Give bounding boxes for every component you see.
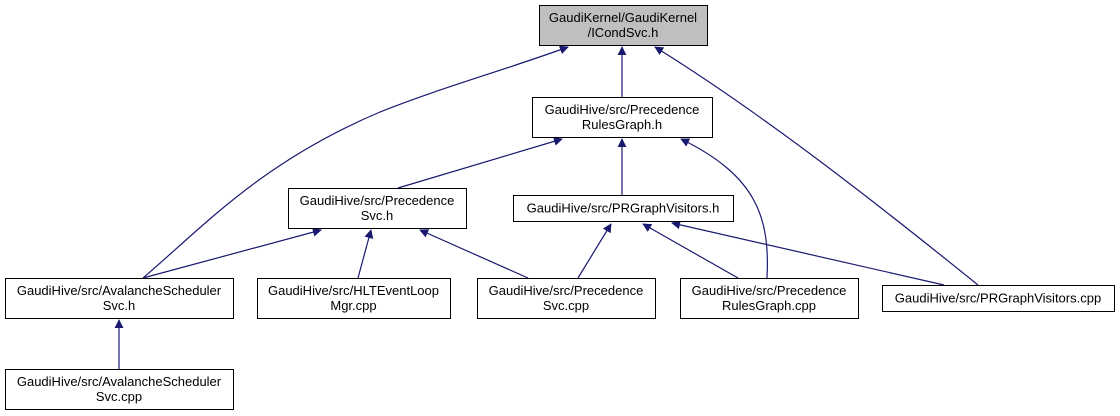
node-box — [288, 188, 467, 229]
node-box — [257, 278, 451, 319]
node-box — [532, 97, 713, 138]
edge-prgraph_visitors_cpp-to-icondsvc_h — [654, 46, 979, 286]
edge-precedence_rules_graph_cpp-to-prgraph_visitors_h — [642, 223, 739, 279]
node-label-line: /ICondSvc.h — [588, 25, 659, 40]
edge-hlt_event_loop_mgr_cpp-to-precedence_svc_h — [357, 229, 374, 279]
edge-precedence_svc_cpp-to-precedence_svc_h — [419, 229, 529, 279]
node-label-line: RulesGraph.h — [582, 117, 662, 132]
node-box — [882, 285, 1115, 312]
node-box — [513, 195, 734, 222]
node-box — [5, 278, 234, 319]
node-label-line: Mgr.cpp — [330, 298, 376, 313]
node-label-line: GaudiHive/src/Precedence — [545, 102, 700, 117]
node-label-line: GaudiHive/src/PRGraphVisitors.cpp — [895, 291, 1101, 306]
node-box — [5, 369, 234, 410]
edge-prgraph_visitors_cpp-to-prgraph_visitors_h — [671, 220, 945, 286]
node-label-line: Svc.cpp — [543, 298, 589, 313]
edge-precedence_svc_cpp-to-prgraph_visitors_h — [577, 223, 612, 279]
edge-avalanche_scheduler_svc_h-to-precedence_svc_h — [142, 227, 322, 279]
node-label-line: GaudiHive/src/HLTEventLoop — [268, 283, 439, 298]
node-label-line: RulesGraph.cpp — [722, 298, 816, 313]
node-label-line: GaudiHive/src/AvalancheScheduler — [17, 374, 222, 389]
edge-precedence_svc_h-to-precedence_rules_graph_h — [397, 137, 563, 189]
edge-avalanche_scheduler_svc_h-to-icondsvc_h — [142, 45, 569, 279]
node-box — [539, 5, 708, 46]
node-label-line: GaudiHive/src/Precedence — [489, 283, 644, 298]
node-label-line: GaudiHive/src/Precedence — [300, 193, 455, 208]
node-label-line: GaudiKernel/GaudiKernel — [549, 10, 697, 25]
node-prgraph_visitors_h[interactable]: GaudiHive/src/PRGraphVisitors.h — [513, 195, 734, 222]
node-label-line: GaudiHive/src/PRGraphVisitors.h — [527, 201, 720, 216]
node-box — [477, 278, 656, 319]
node-box — [680, 278, 859, 319]
node-label-line: Svc.h — [103, 298, 136, 313]
node-label-line: Svc.cpp — [96, 389, 142, 404]
node-label-line: GaudiHive/src/AvalancheScheduler — [17, 283, 222, 298]
node-label-line: Svc.h — [361, 208, 394, 223]
edge-precedence_rules_graph_cpp-to-precedence_rules_graph_h — [680, 138, 768, 279]
node-prgraph_visitors_cpp[interactable]: GaudiHive/src/PRGraphVisitors.cpp — [882, 285, 1115, 312]
node-icondsvc_h[interactable]: GaudiKernel/GaudiKernel/ICondSvc.h — [539, 5, 708, 46]
node-label-line: GaudiHive/src/Precedence — [692, 283, 847, 298]
